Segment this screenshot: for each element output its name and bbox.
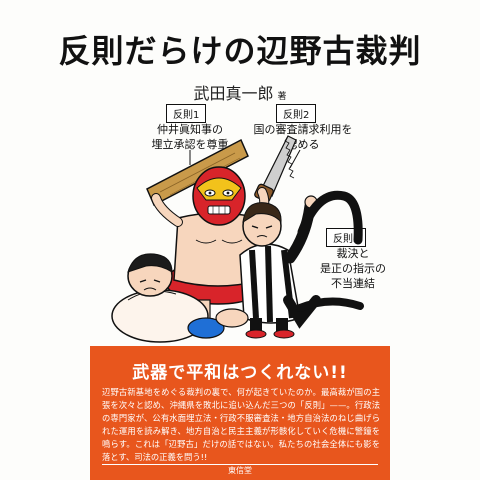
book-title: 反則だらけの辺野古裁判 [58, 32, 422, 70]
author-suffix: 著 [277, 92, 287, 102]
foul-3-text: 裁決と 是正の指示の 不当連結 [318, 246, 388, 291]
wrestling-illustration [111, 135, 364, 343]
author-line: 武田真一郎著 [0, 80, 480, 104]
foul-2-line-1: 国の審査請求利用を [253, 123, 353, 136]
ring-rope-lower [296, 297, 364, 312]
foul-1-label: 反則1 [166, 104, 207, 123]
foul-2-text: 国の審査請求利用を 認める [248, 122, 358, 152]
foul-2-label: 反則2 [276, 104, 317, 123]
foul-3-line-2: 是正の指示の [320, 262, 386, 275]
ring-rope [297, 190, 363, 245]
publisher: 東信堂 [90, 458, 390, 477]
panel-body-text: 辺野古新基地をめぐる裁判の裏で、何が起きていたのか。最高裁が国の主張を次々と認め… [102, 387, 380, 462]
foul-1-line-2: 埋立承認を尊重 [151, 138, 229, 151]
foul-1-line-1: 仲井眞知事の [157, 123, 223, 136]
foul-3-line-1: 裁決と [336, 247, 370, 260]
foul-3-line-3: 不当連結 [331, 277, 375, 290]
publisher-divider [102, 464, 378, 465]
publisher-name: 東信堂 [220, 466, 260, 475]
foul-1-text: 仲井眞知事の 埋立承認を尊重 [140, 122, 240, 152]
author-name: 武田真一郎 [193, 84, 274, 103]
fallen-wrestler [111, 253, 249, 343]
panel-headline: 武器で平和はつくれない!! [132, 363, 348, 383]
blurb-panel: 武器で平和はつくれない!! 辺野古新基地をめぐる裁判の裏で、何が起きていたのか。… [90, 346, 390, 480]
